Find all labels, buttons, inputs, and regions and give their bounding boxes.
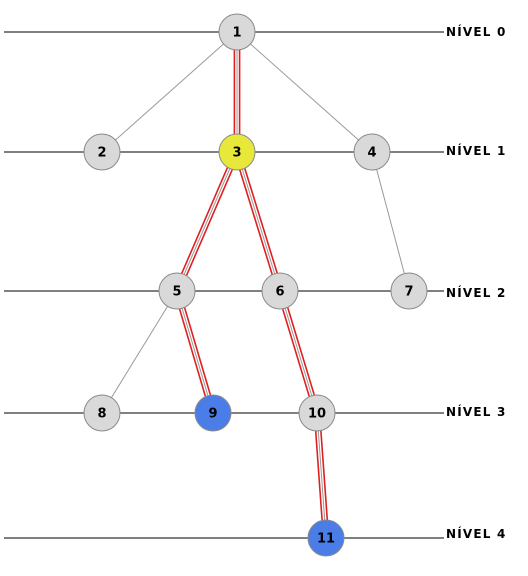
- node-6[interactable]: 6: [261, 272, 299, 310]
- node-3[interactable]: 3: [218, 133, 256, 171]
- level-label-3: NÍVEL 3: [446, 404, 507, 419]
- node-label: 2: [97, 146, 106, 161]
- edge-highlight-2: [238, 150, 284, 291]
- edge-line: [279, 290, 318, 414]
- node-label: 1: [232, 26, 241, 41]
- edge-highlight-1: [276, 291, 316, 414]
- edge-4-7: [371, 151, 410, 292]
- node-label: 9: [208, 407, 217, 422]
- level-label-4: NÍVEL 4: [446, 526, 507, 541]
- node-label: 3: [232, 146, 241, 161]
- level-label-1: NÍVEL 1: [446, 143, 507, 158]
- edge-10-11: [313, 412, 330, 539]
- node-circle: [261, 272, 299, 310]
- edge-3-5: [173, 150, 241, 293]
- node-circle: [307, 519, 345, 557]
- node-circle: [218, 133, 256, 171]
- edge-highlight-1: [233, 152, 279, 293]
- node-7[interactable]: 7: [390, 272, 428, 310]
- node-circle: [353, 133, 391, 171]
- edge-1-4: [236, 31, 373, 153]
- node-2[interactable]: 2: [83, 133, 121, 171]
- node-label: 8: [97, 407, 106, 422]
- node-circle: [83, 394, 121, 432]
- level-lines: [4, 31, 444, 539]
- level-label-2: NÍVEL 2: [446, 285, 507, 300]
- node-label: 11: [317, 532, 335, 547]
- node-label: 6: [275, 285, 284, 300]
- edge-highlight-2: [318, 412, 330, 538]
- node-9[interactable]: 9: [194, 394, 232, 432]
- node-label: 4: [367, 146, 376, 161]
- edge-line: [176, 151, 238, 292]
- level-label-0: NÍVEL 0: [446, 24, 507, 39]
- edge-line: [176, 290, 214, 414]
- edge-line: [101, 31, 238, 153]
- node-label: 7: [404, 285, 413, 300]
- node-label: 10: [308, 407, 326, 422]
- node-circle: [218, 13, 256, 51]
- node-circle: [390, 272, 428, 310]
- edge-5-9: [173, 290, 217, 414]
- edge-highlight-2: [281, 290, 321, 413]
- node-5[interactable]: 5: [158, 272, 196, 310]
- node-10[interactable]: 10: [298, 394, 336, 432]
- edge-1-3: [233, 32, 241, 152]
- node-8[interactable]: 8: [83, 394, 121, 432]
- edge-line: [371, 151, 410, 292]
- edge-line: [236, 151, 281, 292]
- edge-highlight-1: [313, 413, 325, 539]
- node-circle: [158, 272, 196, 310]
- edges: [101, 31, 410, 539]
- edge-highlight-2: [178, 152, 241, 293]
- node-4[interactable]: 4: [353, 133, 391, 171]
- node-circle: [194, 394, 232, 432]
- node-circle: [83, 133, 121, 171]
- nodes: 1 2 3 4 5 6 7 8 9 10 11: [83, 13, 428, 557]
- edge-5-8: [101, 290, 178, 414]
- node-1[interactable]: 1: [218, 13, 256, 51]
- edge-highlight-1: [173, 150, 236, 291]
- node-label: 5: [172, 285, 181, 300]
- node-11[interactable]: 11: [307, 519, 345, 557]
- edge-line: [101, 290, 178, 414]
- edge-3-6: [233, 150, 284, 293]
- edge-highlight-2: [178, 290, 217, 413]
- edge-1-2: [101, 31, 238, 153]
- edge-line: [236, 31, 373, 153]
- node-circle: [298, 394, 336, 432]
- edge-highlight-1: [173, 291, 212, 414]
- edge-6-10: [276, 290, 321, 414]
- edge-line: [316, 412, 327, 539]
